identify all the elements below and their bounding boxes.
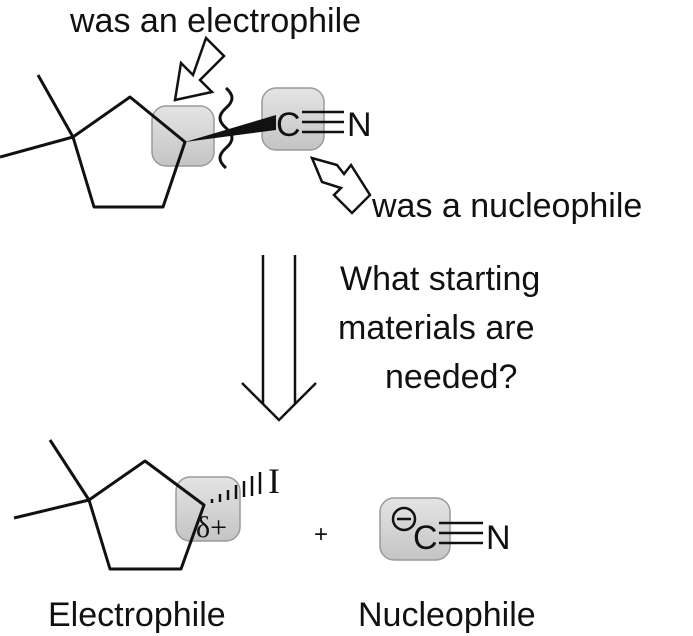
cyanide-nitrogen: N: [486, 519, 511, 557]
electrophile-carbon-highlight: [151, 105, 215, 167]
cyanide-carbon: C: [413, 519, 438, 557]
electrophile-sm-highlight: [175, 476, 241, 542]
cyanide-carbon-highlight: [379, 497, 451, 561]
retrosynthesis-arrow: [241, 255, 317, 422]
nucleophile-hint-label: was a nucleophile: [371, 187, 642, 225]
electrophile-cyclopentane-ring: [13, 439, 206, 571]
nucleophile-caption: Nucleophile: [358, 596, 536, 634]
electrophile-caption: Electrophile: [48, 596, 226, 634]
product-nitrile-carbon: C: [276, 106, 301, 144]
question-line-3: needed?: [385, 358, 517, 396]
question-line-1: What starting: [340, 260, 540, 298]
electrophile-partial-charge: δ+: [196, 511, 227, 544]
nucleophile-carbon-highlight: [261, 87, 325, 151]
question-line-2: materials are: [338, 309, 535, 347]
product-nitrile-nitrogen: N: [347, 106, 372, 144]
plus-sign: +: [314, 521, 328, 548]
electrophile-hint-arrow: [173, 35, 226, 102]
electrophile-iodine: I: [268, 461, 280, 501]
cyanide-triple-bond: [439, 521, 483, 545]
product-cyclopentane-ring: [0, 74, 187, 209]
disconnection-squiggle: [218, 86, 234, 170]
product-wedge-bond: [185, 115, 276, 142]
nucleophile-hint-arrow: [309, 156, 372, 215]
product-triple-bond: [302, 110, 344, 134]
cyanide-anion-charge: [391, 506, 417, 532]
electrophile-hint-label: was an electrophile: [69, 2, 361, 40]
electrophile-hashed-bond: [210, 472, 262, 503]
